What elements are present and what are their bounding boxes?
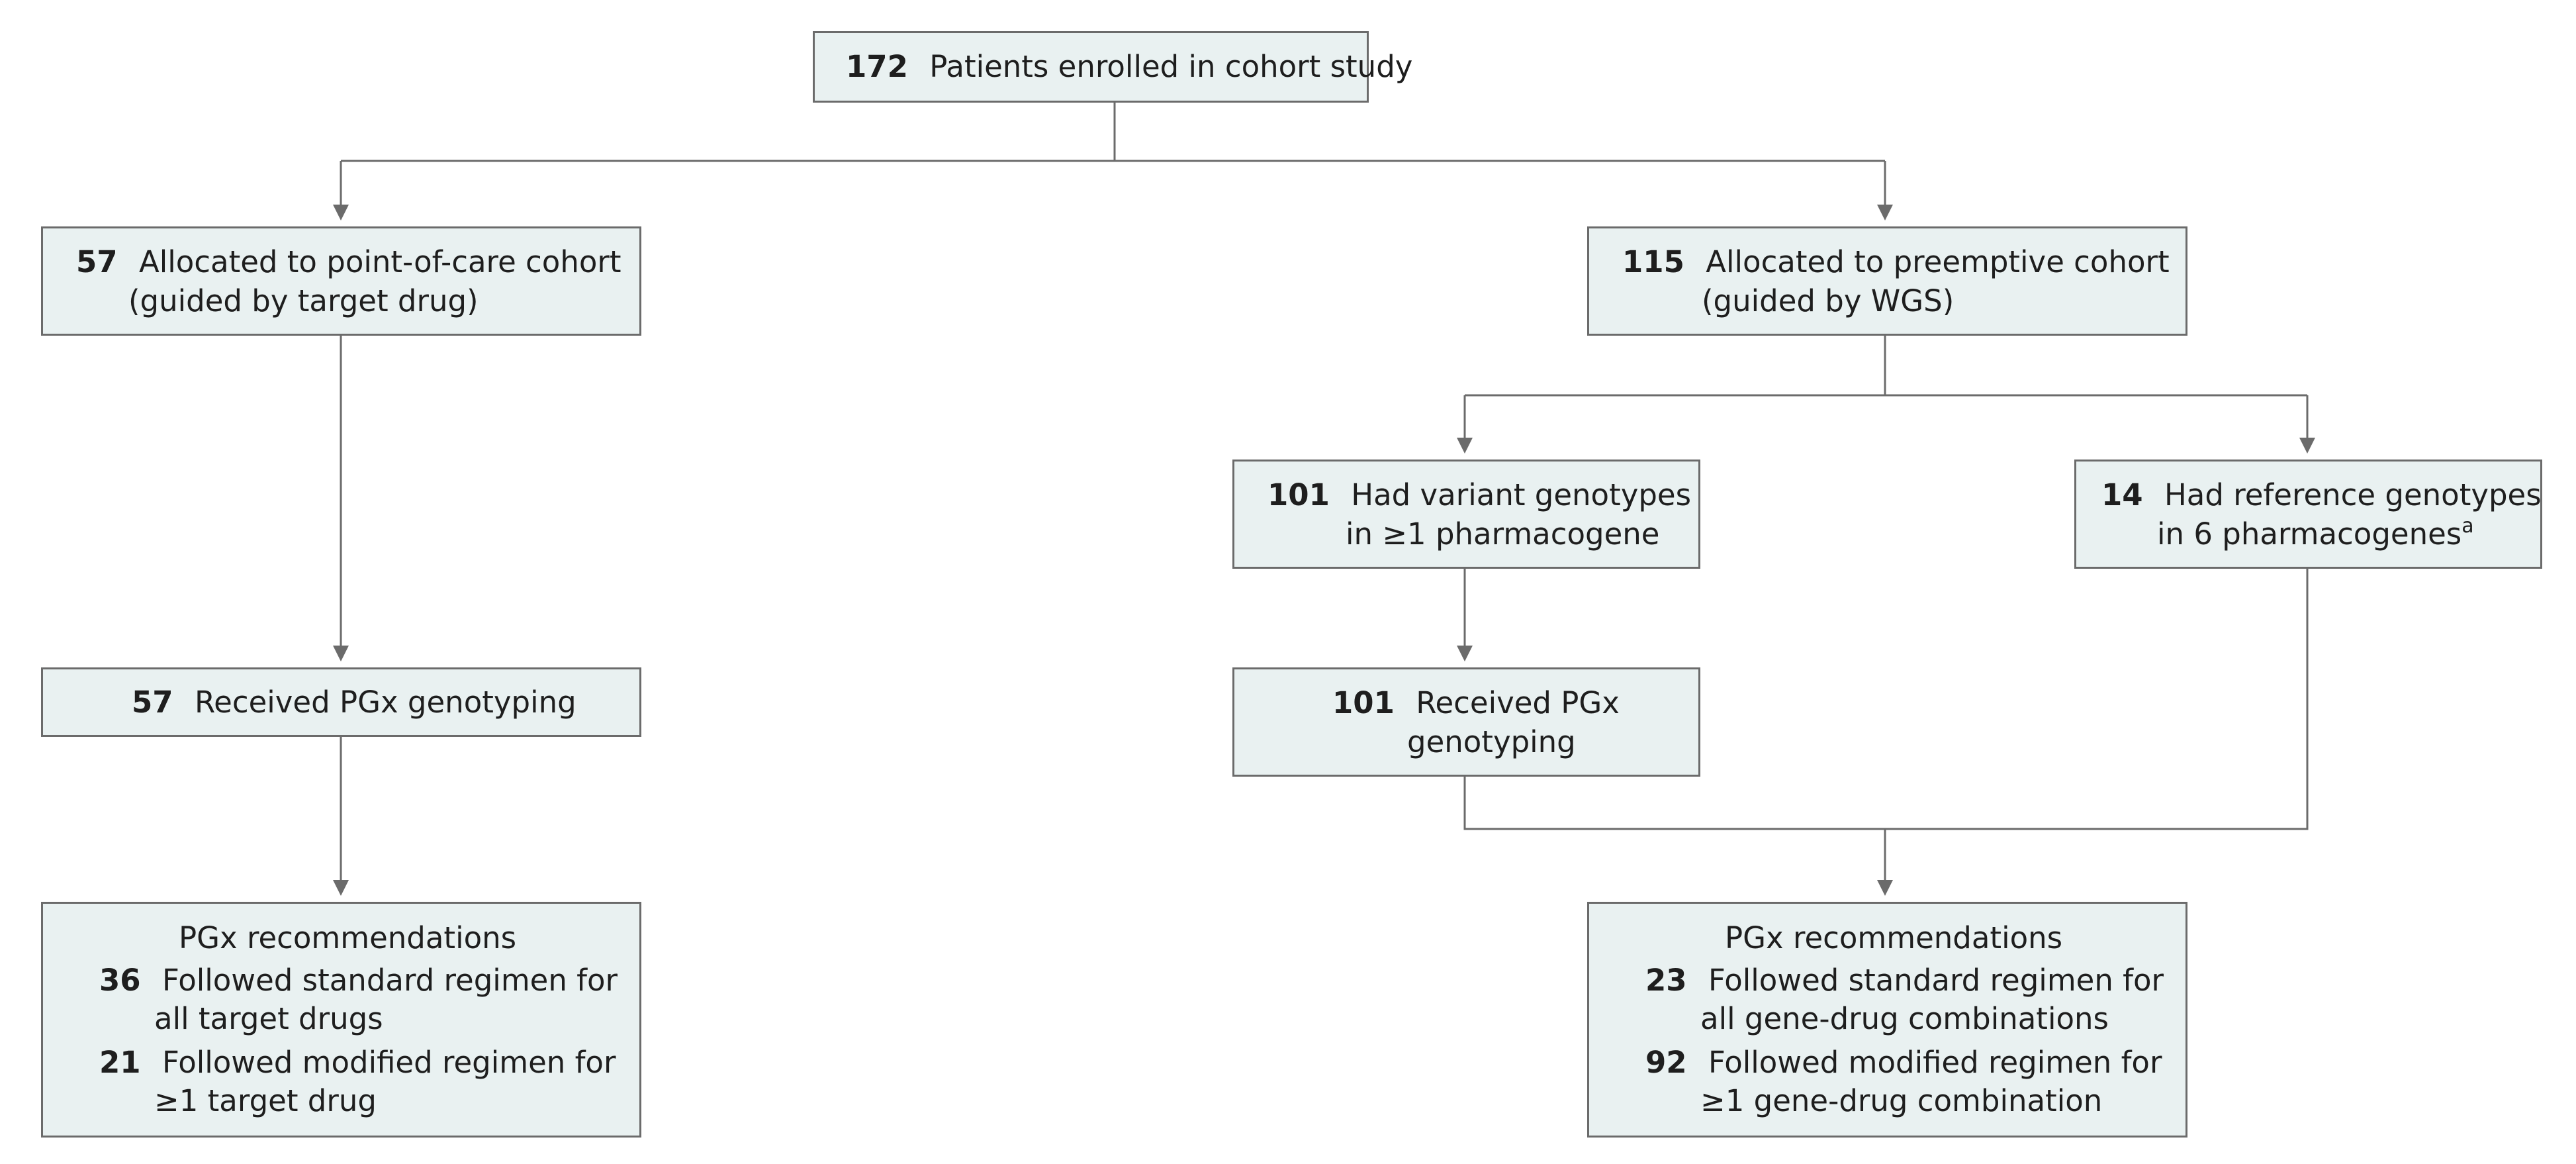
label-poc-modified-line1: Followed modified regimen for — [161, 1045, 616, 1080]
label-pre-modified-line2: ≥1 gene-drug combination — [1700, 1083, 2103, 1118]
box-variant-genotypes: 101 Had variant genotypes in ≥1 pharmaco… — [1232, 460, 1700, 569]
label-enrolled: Patients enrolled in cohort study — [929, 49, 1413, 84]
box-preemptive-recommendations: PGx recommendations 23 Followed standard… — [1587, 902, 2187, 1138]
count-point-of-care-genotyping: 57 — [132, 685, 173, 720]
box-preemptive-genotyping: 101 Received PGx genotyping — [1232, 667, 1700, 777]
count-pre-modified: 92 — [1645, 1045, 1687, 1080]
label-preemptive-line1: Allocated to preemptive cohort — [1706, 244, 2170, 279]
label-pre-standard-line1: Followed standard regimen for — [1708, 963, 2164, 998]
connector-total-split — [341, 103, 1885, 162]
footnote-marker: a — [2461, 514, 2474, 538]
box-point-of-care-genotyping: 57 Received PGx genotyping — [41, 667, 641, 737]
label-preemptive-genotyping-line1: Received PGx — [1416, 685, 1620, 720]
label-variant-line2: in ≥1 pharmacogene — [1346, 516, 1660, 552]
label-reference-line2: in 6 pharmacogenes — [2157, 516, 2462, 552]
label-preemptive-genotyping-line2: genotyping — [1407, 724, 1576, 759]
recs-title-preemptive: PGx recommendations — [1725, 920, 2063, 955]
label-poc-modified-line2: ≥1 target drug — [154, 1083, 377, 1118]
count-poc-standard: 36 — [99, 963, 141, 998]
label-poc-standard-line2: all target drugs — [154, 1001, 383, 1036]
label-variant-line1: Had variant genotypes — [1351, 477, 1692, 512]
box-reference-genotypes: 14 Had reference genotypes in 6 pharmaco… — [2074, 460, 2542, 569]
label-point-of-care-line1: Allocated to point-of-care cohort — [138, 244, 621, 279]
connector-preemptive-split — [1465, 336, 2307, 397]
box-preemptive-cohort: 115 Allocated to preemptive cohort (guid… — [1587, 226, 2187, 336]
label-point-of-care-genotyping: Received PGx genotyping — [194, 685, 576, 720]
box-point-of-care-cohort: 57 Allocated to point-of-care cohort (gu… — [41, 226, 641, 336]
label-pre-modified-line1: Followed modified regimen for — [1708, 1045, 2162, 1080]
count-enrolled: 172 — [846, 49, 908, 84]
box-enrolled: 172 Patients enrolled in cohort study — [813, 31, 1412, 103]
box-point-of-care-recommendations: PGx recommendations 36 Followed standard… — [41, 902, 641, 1138]
count-poc-modified: 21 — [99, 1045, 141, 1080]
label-poc-standard-line1: Followed standard regimen for — [161, 963, 618, 998]
label-reference-line1: Had reference genotypes — [2164, 477, 2542, 512]
label-point-of-care-line2: (guided by target drug) — [128, 283, 479, 318]
count-reference: 14 — [2101, 477, 2143, 512]
count-preemptive: 115 — [1622, 244, 1684, 279]
count-point-of-care: 57 — [76, 244, 118, 279]
label-pre-standard-line2: all gene-drug combinations — [1700, 1001, 2109, 1036]
count-pre-standard: 23 — [1645, 963, 1687, 998]
recs-title-point-of-care: PGx recommendations — [179, 920, 517, 955]
count-variant: 101 — [1267, 477, 1330, 512]
count-preemptive-genotyping: 101 — [1332, 685, 1395, 720]
label-preemptive-line2: (guided by WGS) — [1702, 283, 1955, 318]
